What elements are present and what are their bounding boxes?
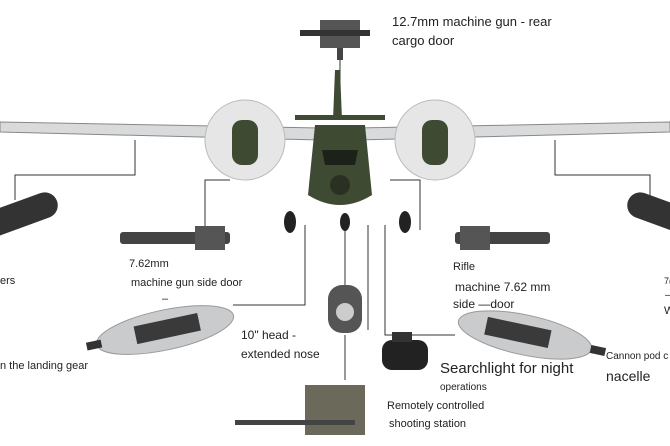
right-engine-nacelle: [422, 120, 448, 165]
right-minigun-image: [455, 226, 550, 250]
remote-shooting-station-image: [235, 385, 365, 435]
left-minigun-image: [120, 226, 230, 250]
nose-wheel: [340, 213, 350, 231]
rear-gun-label-1: 12.7mm machine gun - rear: [392, 14, 552, 29]
tail-plane: [295, 115, 385, 120]
rear-gun-label-2: cargo door: [392, 33, 455, 48]
searchlight-image: [382, 332, 428, 370]
left-mg-label-1: 7.62mm: [129, 258, 169, 270]
nose-label-2: extended nose: [241, 347, 320, 361]
searchlight-label-1: Searchlight for night: [440, 360, 574, 377]
cannon-pod-label-2: nacelle: [606, 368, 651, 384]
nose-label-1: 10" head -: [241, 328, 296, 342]
left-cannon-pod-image: [85, 305, 235, 355]
rifle-label-2: machine 7.62 mm: [455, 280, 551, 294]
left-mg-label-2: machine gun side door: [131, 277, 243, 289]
leader-lines: [14, 50, 651, 380]
right-edge-label-3: W: [664, 305, 670, 317]
searchlight-label-2: operations: [440, 382, 487, 393]
right-cannon-pod-image: [457, 310, 607, 360]
left-rocket-pod: [0, 192, 58, 244]
cockpit-window: [322, 150, 358, 165]
tail-fin: [333, 70, 342, 120]
right-edge-label-1: 7(: [664, 276, 670, 286]
remote-station-label-1: Remotely controlled: [387, 400, 485, 412]
right-wheel: [399, 211, 411, 233]
right-edge-label-2: –: [665, 290, 670, 301]
rifle-label-1: Rifle: [453, 261, 476, 273]
cannon-pod-label-1: Cannon pod c: [606, 351, 669, 362]
rear-machine-gun-image: [300, 20, 370, 60]
left-edge-label-2: n the landing gear: [0, 360, 89, 372]
nose-sensor-ball-image: [328, 285, 362, 333]
left-engine-nacelle: [232, 120, 258, 165]
rifle-label-3: side —door: [453, 297, 515, 311]
right-rocket-pod: [627, 192, 670, 244]
left-mg-label-3: –: [162, 293, 169, 305]
remote-station-label-2: shooting station: [389, 418, 467, 430]
left-edge-label-1: ers: [0, 275, 16, 287]
nose-dome: [330, 175, 350, 195]
left-wheel: [284, 211, 296, 233]
